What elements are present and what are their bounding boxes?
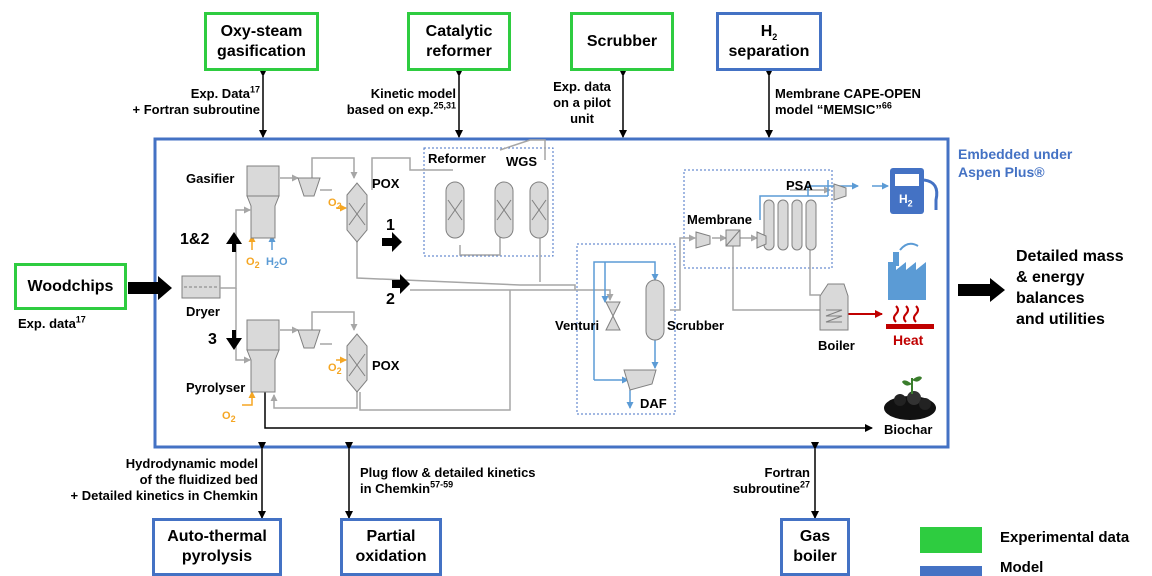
label-route-2: 2 (386, 291, 395, 308)
output-arrow (958, 278, 1005, 302)
label-route-1: 1 (386, 217, 395, 234)
legend-swatch-model (920, 566, 982, 576)
membrane-annotation: Membrane CAPE-OPEN model “MEMSIC”66 (775, 86, 921, 117)
kinetic-annotation: Kinetic model based on exp.25,31 (346, 86, 456, 117)
label-pox-bottom: POX (372, 358, 400, 373)
arrow-2 (392, 274, 410, 294)
arrow-1 (382, 232, 402, 252)
box-auto-thermal: Auto-thermal pyrolysis (152, 518, 282, 576)
h2sep-line2: separation (728, 42, 810, 60)
label-o2-pyrolyser: O2 (222, 410, 236, 425)
label-h2o-gasifier: H2O (266, 256, 288, 271)
label-o2-pox-top: O2 (328, 197, 342, 212)
box-scrubber: Scrubber (570, 12, 674, 71)
partialox-line1: Partial (366, 528, 416, 545)
box-gas-boiler: Gas boiler (780, 518, 850, 576)
label-scrubber-unit: Scrubber (667, 318, 725, 333)
gasboiler-line2: boiler (793, 548, 837, 565)
scrubber-frame (576, 243, 676, 415)
label-boiler: Boiler (818, 338, 855, 353)
woodchips-arrow (128, 276, 172, 300)
gasifier-unit (246, 165, 280, 239)
box-h2-separation: H2 separation (716, 12, 822, 71)
plug-annotation: Plug flow & detailed kinetics in Chemkin… (360, 465, 536, 496)
label-h2-pump: H2 (899, 192, 913, 209)
membrane-unit (695, 183, 847, 249)
catalytic-line2: reformer (426, 42, 492, 60)
arrow-12 (226, 232, 242, 252)
membrane-frame (683, 169, 833, 269)
factory-icon (888, 242, 926, 300)
oxy-line2: gasification (217, 42, 306, 60)
label-membrane: Membrane (687, 212, 753, 227)
heat-icon (886, 305, 934, 329)
label-dryer: Dryer (186, 304, 220, 319)
partialox-line2: oxidation (355, 548, 427, 565)
woodchips-annotation: Exp. data17 (18, 314, 86, 331)
cyclone-bottom (297, 329, 321, 349)
pyrolyser-unit (246, 319, 280, 393)
embedded-label: Embedded under Aspen Plus® (958, 146, 1073, 180)
label-route-3: 3 (208, 331, 217, 348)
box-partial-oxidation: Partial oxidation (340, 518, 442, 576)
oxy-annotation: Exp. Data17 + Fortran subroutine (132, 84, 260, 117)
biochar-line (264, 380, 873, 432)
label-o2-gasifier: O2 (246, 256, 260, 271)
gasboiler-line1: Gas (799, 528, 831, 545)
label-o2-pox-bottom: O2 (328, 362, 342, 377)
autothermal-line2: pyrolysis (181, 548, 253, 565)
legend-experimental: Experimental data (1000, 529, 1130, 546)
scrubber-line1: Scrubber (586, 32, 658, 50)
woodchips-line1: Woodchips (27, 277, 114, 295)
pox-bottom-unit (346, 333, 368, 393)
catalytic-line1: Catalytic (425, 22, 493, 40)
h2sep-line1: H2 (760, 22, 778, 42)
boiler-unit (819, 283, 849, 331)
box-woodchips: Woodchips (14, 263, 127, 310)
label-pox-top: POX (372, 176, 400, 191)
reformer-frame (423, 147, 554, 257)
pox-top-unit (346, 182, 368, 243)
label-pyrolyser: Pyrolyser (186, 380, 246, 395)
autothermal-line1: Auto-thermal (167, 528, 267, 545)
reformer-columns (445, 181, 549, 239)
label-route-12: 1&2 (180, 231, 210, 248)
label-heat: Heat (893, 332, 924, 348)
label-gasifier: Gasifier (186, 171, 235, 186)
label-biochar: Biochar (884, 422, 933, 437)
fortran-annotation: Fortran subroutine27 (732, 465, 810, 496)
biochar-icon (884, 376, 936, 420)
label-venturi: Venturi (555, 318, 600, 333)
box-catalytic: Catalytic reformer (407, 12, 511, 71)
scrubber-annotation: Exp. data on a pilot unit (553, 79, 611, 126)
scrubber-column (645, 279, 665, 341)
oxy-line1: Oxy-steam (220, 22, 303, 40)
psa-columns (763, 199, 817, 251)
venturi-unit (605, 301, 621, 331)
arrow-3 (226, 330, 242, 350)
label-psa: PSA (786, 178, 813, 193)
box-oxy-steam: Oxy-steam gasification (204, 12, 319, 71)
daf-unit (623, 369, 657, 391)
label-reformer: Reformer (428, 151, 486, 166)
output-annotation: Detailed mass & energy balances and util… (1016, 248, 1124, 328)
legend-swatch-experimental (920, 527, 982, 553)
legend-model: Model (1000, 559, 1044, 576)
label-wgs: WGS (506, 154, 538, 169)
hydro-annotation: Hydrodynamic model of the fluidized bed … (70, 456, 258, 503)
cyclone-top (297, 177, 321, 197)
h2-pump-icon (890, 168, 939, 214)
label-daf: DAF (640, 396, 667, 411)
